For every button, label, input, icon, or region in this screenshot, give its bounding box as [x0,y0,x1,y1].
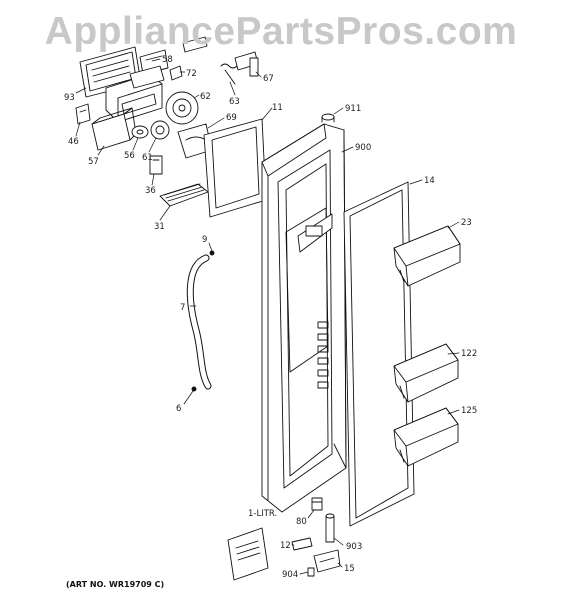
label-36: 36 [145,186,156,196]
label-67: 67 [263,74,274,84]
label-69: 69 [226,113,237,123]
part-labels: 93 58 72 63 67 62 46 57 56 61 69 36 31 1… [64,55,477,580]
label-31: 31 [154,222,165,232]
solenoid-part-56 [131,125,149,139]
label-63: 63 [229,97,240,107]
plug-part-911 [321,113,335,123]
label-58: 58 [162,55,173,65]
clip-part-72 [169,65,183,81]
fitting-part-80 [311,497,323,511]
screw-part-9 [209,250,215,256]
leader-lines [75,58,460,575]
label-57: 57 [88,157,99,167]
label-80: 80 [296,517,307,527]
label-122: 122 [461,349,477,359]
manual-part-1-litr [227,527,269,581]
door-bin-part-23 [393,225,461,287]
label-14: 14 [424,176,435,186]
gasket-part-14 [343,181,415,527]
label-61: 61 [142,153,153,163]
label-72: 72 [186,69,197,79]
door-part-900 [261,123,347,513]
hinge-part-15 [313,549,341,573]
label-62: 62 [200,92,211,102]
grille-part-31 [159,183,209,207]
label-46: 46 [68,137,79,147]
label-part-46 [75,103,91,125]
clip-part-top [182,36,208,53]
label-125: 125 [461,406,477,416]
dispenser-housing [105,65,165,123]
art-number: (ART NO. WR19709 C) [66,580,165,589]
screw-part-904 [307,567,315,577]
motor-part-62 [165,91,199,125]
label-903: 903 [346,542,362,552]
label-56: 56 [124,151,135,161]
label-11: 11 [272,103,283,113]
handle-part-7 [186,254,212,390]
label-12: 12 [280,541,291,551]
housing-part-57 [91,107,137,151]
label-904: 904 [282,570,298,580]
plate-part-12 [291,537,313,551]
label-15: 15 [344,564,355,574]
tube-part-903 [325,513,335,543]
label-23: 23 [461,218,472,228]
door-bin-part-122 [393,343,459,403]
switch-part-36 [149,155,163,175]
switch-part-61 [150,120,170,140]
hinge-part-67 [234,51,259,77]
label-6: 6 [176,404,181,414]
dispenser-frame-part-11 [203,118,267,218]
screw-part-6 [191,386,197,392]
label-900: 900 [355,143,371,153]
door-bin-part-125 [393,407,459,467]
label-7: 7 [180,303,185,313]
label-93: 93 [64,93,75,103]
label-911: 911 [345,104,361,114]
label-9: 9 [202,235,207,245]
label-1-litr: 1-LITR. [248,509,277,519]
